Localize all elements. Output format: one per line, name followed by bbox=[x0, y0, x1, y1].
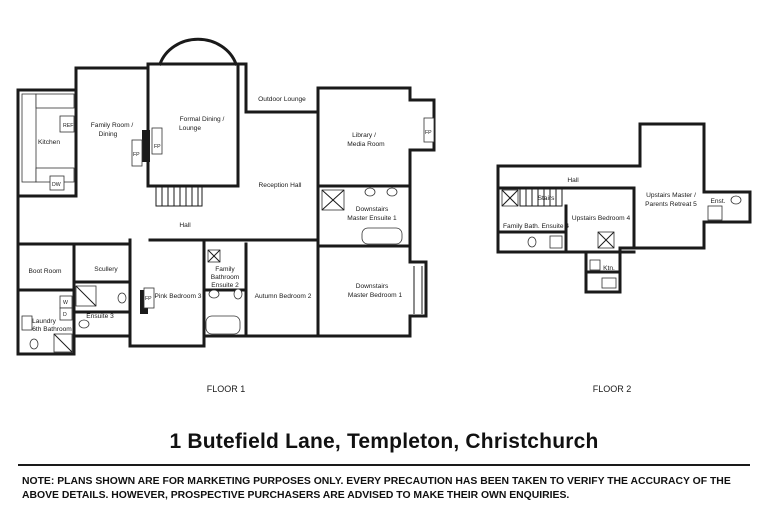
formal-dining-label-line2: Lounge bbox=[179, 125, 201, 132]
floor-1-stairs bbox=[155, 185, 203, 207]
reception-hall-label: Reception Hall bbox=[259, 182, 302, 189]
floor-2-stairs bbox=[519, 187, 563, 207]
floor-1-plan bbox=[16, 37, 436, 356]
upstairs-stairs-label: Stairs bbox=[538, 195, 556, 202]
laundry-label-line2: 6th Bathroom bbox=[32, 326, 72, 333]
hall-label: Hall bbox=[179, 222, 191, 229]
family-bathroom-label-line2: Bathroom bbox=[211, 274, 240, 281]
ensuite-3-label: Ensuite 3 bbox=[86, 313, 114, 320]
pink-bedroom-label: Pink Bedroom 3 bbox=[155, 293, 202, 300]
library-label-line2: Media Room bbox=[347, 141, 385, 148]
library-label-line1: Library / bbox=[352, 132, 376, 139]
autumn-bedroom-label: Autumn Bedroom 2 bbox=[255, 293, 312, 300]
boot-room-label: Boot Room bbox=[29, 268, 62, 275]
fireplace-label-dining: FP bbox=[154, 144, 161, 150]
divider-rule bbox=[18, 464, 750, 466]
upstairs-master-label-line1: Upstairs Master / bbox=[646, 192, 696, 199]
upstairs-ensuite-label: Enst. bbox=[710, 198, 725, 205]
fireplace-label-family: FP bbox=[133, 152, 140, 158]
downstairs-ensuite-label-line2: Master Ensuite 1 bbox=[347, 215, 397, 222]
family-room-label-line1: Family Room / bbox=[91, 122, 134, 129]
dishwasher-label: DW bbox=[52, 182, 61, 188]
formal-dining-label-line1: Formal Dining / bbox=[180, 116, 225, 123]
downstairs-master-label-line2: Master Bedroom 1 bbox=[348, 292, 403, 299]
floor-1-caption: FLOOR 1 bbox=[207, 384, 246, 394]
dryer-label: D bbox=[63, 312, 67, 318]
kitchen-label: Kitchen bbox=[38, 139, 60, 146]
family-bathroom-label-line3: Ensuite 2 bbox=[211, 282, 239, 289]
upstairs-master-label-line2: Parents Retreat 5 bbox=[645, 201, 697, 208]
formal-dining-bay bbox=[158, 37, 238, 66]
floor-2-caption: FLOOR 2 bbox=[593, 384, 632, 394]
kitchenette-label: Ktn. bbox=[603, 265, 615, 272]
fireplace-label-pink: FP bbox=[145, 296, 152, 302]
upstairs-hall-label: Hall bbox=[567, 177, 579, 184]
family-room-label-line2: Dining bbox=[99, 131, 118, 138]
fridge-label: REF bbox=[63, 123, 73, 129]
downstairs-master-label-line1: Downstairs bbox=[356, 283, 389, 290]
washer-label: W bbox=[63, 300, 68, 306]
outdoor-lounge-label: Outdoor Lounge bbox=[258, 96, 306, 103]
disclaimer-note: NOTE: PLANS SHOWN ARE FOR MARKETING PURP… bbox=[22, 476, 731, 501]
upstairs-bedroom-4-label: Upstairs Bedroom 4 bbox=[572, 215, 631, 222]
family-bath-ensuite-4-label: Family Bath. Ensuite 4 bbox=[503, 223, 569, 230]
laundry-label-line1: Laundry bbox=[32, 318, 57, 325]
property-address: 1 Butefield Lane, Templeton, Christchurc… bbox=[169, 430, 599, 453]
family-bathroom-label-line1: Family bbox=[215, 266, 235, 273]
floor-1-outer-wall bbox=[16, 62, 436, 356]
downstairs-ensuite-label-line1: Downstairs bbox=[356, 206, 389, 213]
scullery-label: Scullery bbox=[94, 266, 118, 273]
floor-2-outer-wall bbox=[496, 122, 752, 294]
floor-2-plan bbox=[496, 122, 752, 294]
fireplace-label-library: FP bbox=[425, 130, 432, 136]
